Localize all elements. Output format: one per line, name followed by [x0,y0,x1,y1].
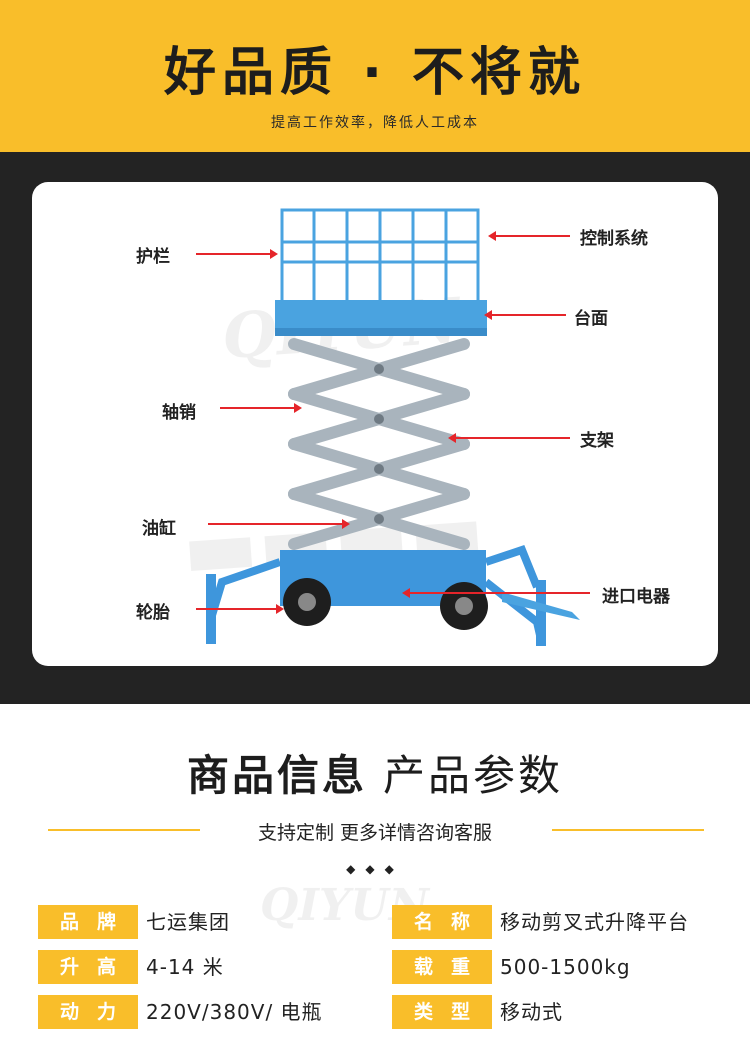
param-key-brand: 品牌 [38,905,138,939]
tires [283,578,488,630]
arrow-electrical [402,588,590,598]
divider-left [48,829,200,831]
header-subtitle: 提高工作效率，降低人工成本 [271,115,479,131]
label-guardrail: 护栏 [136,247,170,267]
param-value-height: 4-14 米 [146,955,224,979]
divider-right [552,829,704,831]
arrow-cylinder [208,519,350,529]
param-key-load: 载重 [392,950,492,984]
label-tire: 轮胎 [136,603,170,623]
param-key-power: 动力 [38,995,138,1029]
section-title-light: 产品参数 [383,751,564,800]
label-control-system: 控制系统 [580,229,648,249]
label-frame: 支架 [580,431,614,451]
product-diagram-card: QIYUN ▬▬▬▬ [32,182,718,666]
param-value-power: 220V/380V/ 电瓶 [146,1000,323,1024]
decorative-diamonds: ◆◆◆ [346,862,404,876]
arrow-platform [484,310,566,320]
guardrail [280,208,480,308]
header-banner: 好品质 · 不将就 提高工作效率，降低人工成本 [0,0,750,152]
param-key-name: 名称 [392,905,492,939]
header-title: 好品质 · 不将就 [164,43,586,103]
section-title-strong: 商品信息 [186,751,367,800]
param-value-load: 500-1500kg [500,955,631,979]
param-key-height: 升高 [38,950,138,984]
label-cylinder: 油缸 [142,519,176,539]
param-value-brand: 七运集团 [146,910,230,934]
section-subtitle: 支持定制 更多详情咨询客服 [257,822,493,844]
label-electrical: 进口电器 [602,587,670,607]
arrow-guardrail [196,249,278,259]
arrow-tire [196,604,284,614]
param-value-type: 移动式 [500,1000,563,1024]
param-value-name: 移动剪叉式升降平台 [500,910,689,934]
scissor-lift-illustration [206,208,580,646]
section-title: 商品信息产品参数 [0,742,750,803]
platform-deck [275,300,487,330]
label-platform: 台面 [574,309,608,329]
label-pin: 轴销 [162,403,196,423]
param-key-type: 类型 [392,995,492,1029]
arrow-frame [448,433,570,443]
arrow-pin [220,403,302,413]
arrow-control-system [488,231,570,241]
